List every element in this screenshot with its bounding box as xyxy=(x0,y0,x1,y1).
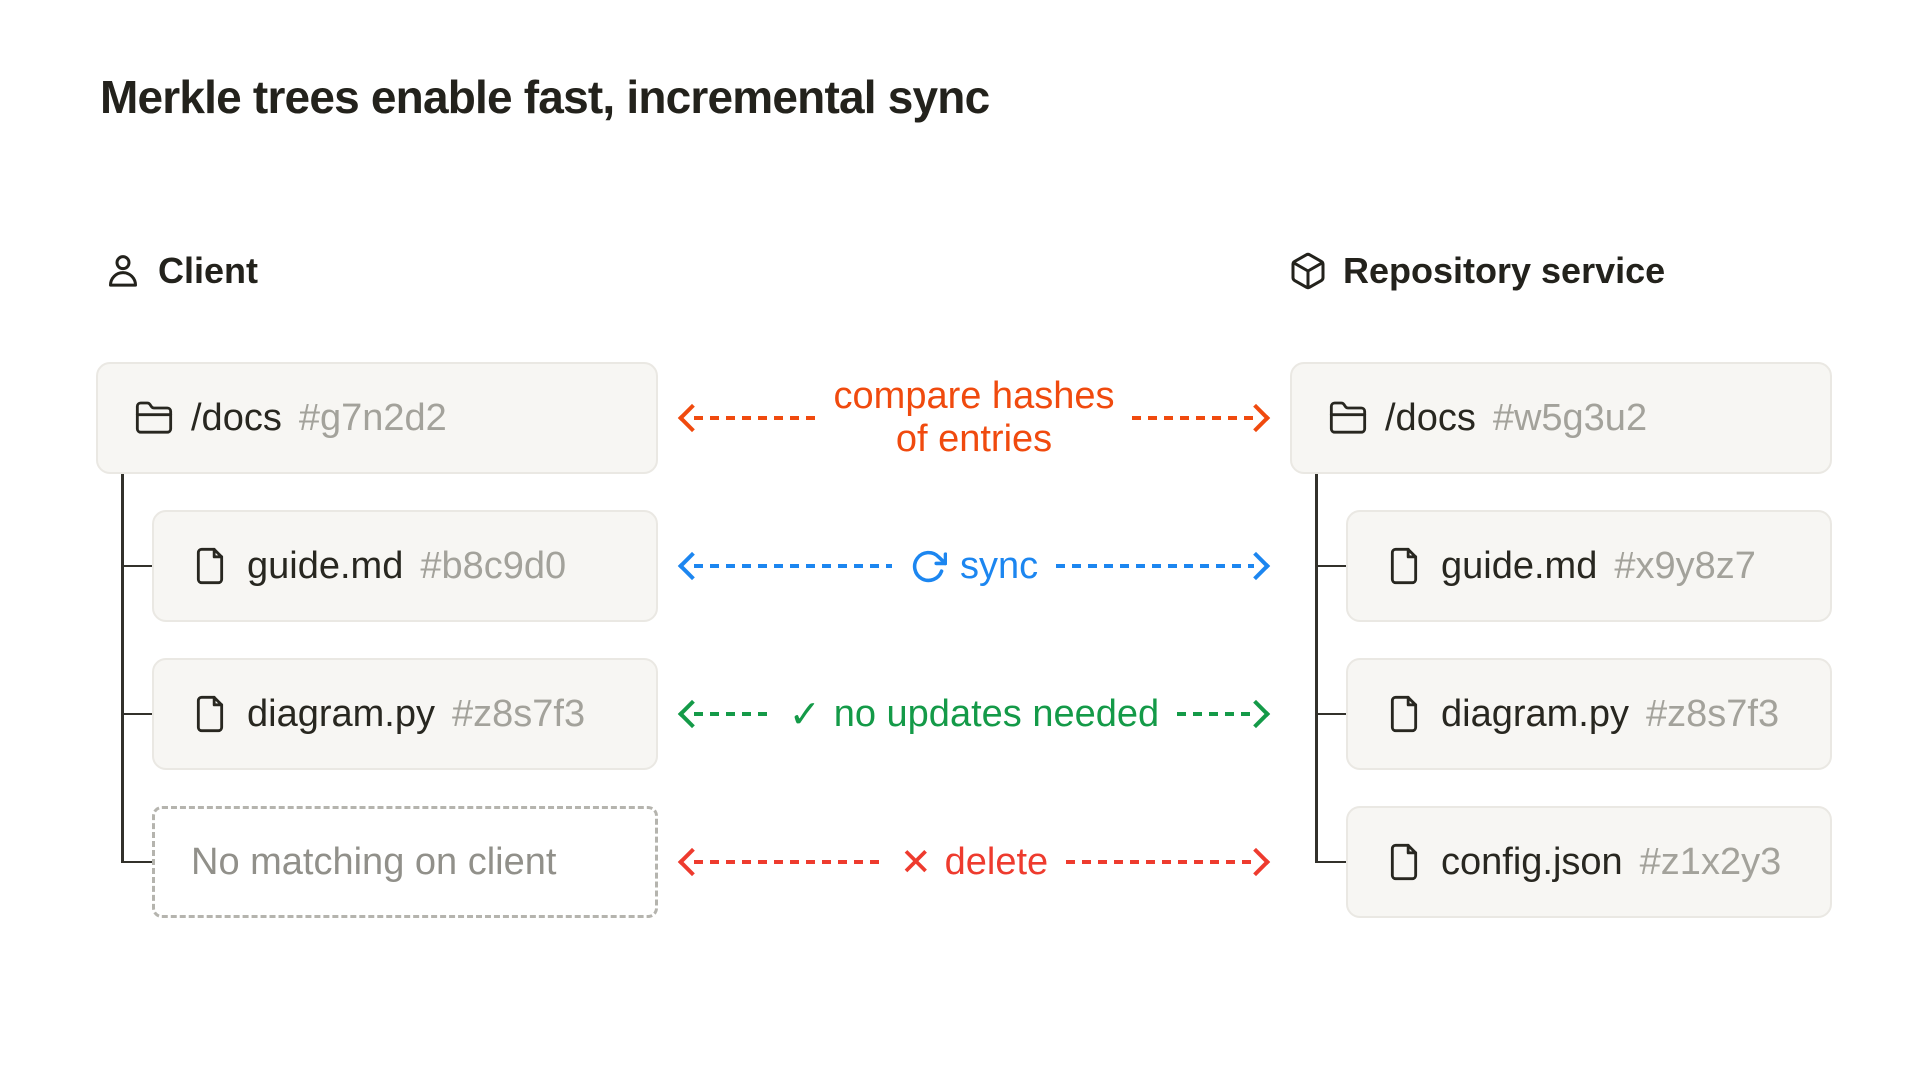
client-header-label: Client xyxy=(158,250,259,291)
node-hash: #z8s7f3 xyxy=(1645,692,1780,735)
relation-label: compare hashes of entries xyxy=(834,375,1115,462)
repository-header: Repository service xyxy=(1288,250,1665,292)
node-hash: #b8c9d0 xyxy=(420,544,567,587)
repository-file-node: diagram.py #z8s7f3 xyxy=(1346,658,1832,770)
client-missing-placeholder: No matching on client xyxy=(152,806,658,918)
client-header: Client xyxy=(103,250,258,292)
node-name: diagram.py xyxy=(1441,692,1629,735)
client-file-node: guide.md #b8c9d0 xyxy=(152,510,658,622)
tree-connector xyxy=(1315,860,1346,863)
node-hash: #w5g3u2 xyxy=(1492,396,1648,439)
relation-label: ✓ no updates needed xyxy=(789,692,1159,737)
relation-label: ✕ delete xyxy=(900,840,1048,885)
node-name: /docs xyxy=(191,396,282,439)
relation-sync: sync xyxy=(658,510,1290,622)
dashed-arrow-left xyxy=(677,699,771,729)
dashed-arrow-right xyxy=(1056,551,1271,581)
file-icon xyxy=(1390,843,1418,881)
tree-connector xyxy=(121,474,124,862)
x-icon: ✕ xyxy=(899,841,932,884)
node-hash: #z1x2y3 xyxy=(1639,840,1782,883)
file-icon xyxy=(196,547,224,585)
tree-connector xyxy=(121,860,152,863)
tree-connector xyxy=(1315,474,1318,862)
node-hash: #g7n2d2 xyxy=(298,396,447,439)
repository-file-node: guide.md #x9y8z7 xyxy=(1346,510,1832,622)
client-root-node: /docs #g7n2d2 xyxy=(96,362,658,474)
relation-no-updates: ✓ no updates needed xyxy=(658,658,1290,770)
node-hash: #z8s7f3 xyxy=(451,692,586,735)
file-icon xyxy=(1390,547,1418,585)
node-name: guide.md xyxy=(1441,544,1598,587)
relation-label-text: no updates needed xyxy=(833,692,1160,735)
file-icon xyxy=(196,695,224,733)
node-name: diagram.py xyxy=(247,692,435,735)
tree-connector xyxy=(121,564,152,567)
folder-icon xyxy=(135,401,173,434)
dashed-arrow-left xyxy=(677,403,816,433)
package-icon xyxy=(1291,252,1325,290)
file-icon xyxy=(1390,695,1418,733)
tree-connector xyxy=(1315,564,1346,567)
relation-label-text: sync xyxy=(959,544,1039,587)
repository-root-node: /docs #w5g3u2 xyxy=(1290,362,1832,474)
dashed-arrow-left xyxy=(677,551,892,581)
folder-icon xyxy=(1329,401,1367,434)
node-hash: #x9y8z7 xyxy=(1614,544,1756,587)
placeholder-label: No matching on client xyxy=(191,840,557,883)
repository-header-label: Repository service xyxy=(1343,250,1666,291)
relation-compare-hashes: compare hashes of entries xyxy=(658,362,1290,474)
dashed-arrow-right xyxy=(1177,699,1271,729)
relation-delete: ✕ delete xyxy=(658,806,1290,918)
sync-icon xyxy=(912,550,947,582)
page-title: Merkle trees enable fast, incremental sy… xyxy=(100,71,990,123)
dashed-arrow-right xyxy=(1066,847,1271,877)
relation-label: sync xyxy=(910,545,1038,588)
node-name: guide.md xyxy=(247,544,404,587)
relation-label-text: delete xyxy=(944,840,1049,883)
tree-connector xyxy=(121,712,152,715)
check-icon: ✓ xyxy=(788,693,821,736)
user-icon xyxy=(109,255,137,287)
dashed-arrow-right xyxy=(1132,403,1271,433)
dashed-arrow-left xyxy=(677,847,882,877)
repository-file-node: config.json #z1x2y3 xyxy=(1346,806,1832,918)
relation-label-line2: of entries xyxy=(895,418,1053,460)
client-file-node: diagram.py #z8s7f3 xyxy=(152,658,658,770)
tree-connector xyxy=(1315,712,1346,715)
node-name: /docs xyxy=(1385,396,1476,439)
node-name: config.json xyxy=(1441,840,1623,883)
relation-label-line1: compare hashes xyxy=(833,374,1115,417)
